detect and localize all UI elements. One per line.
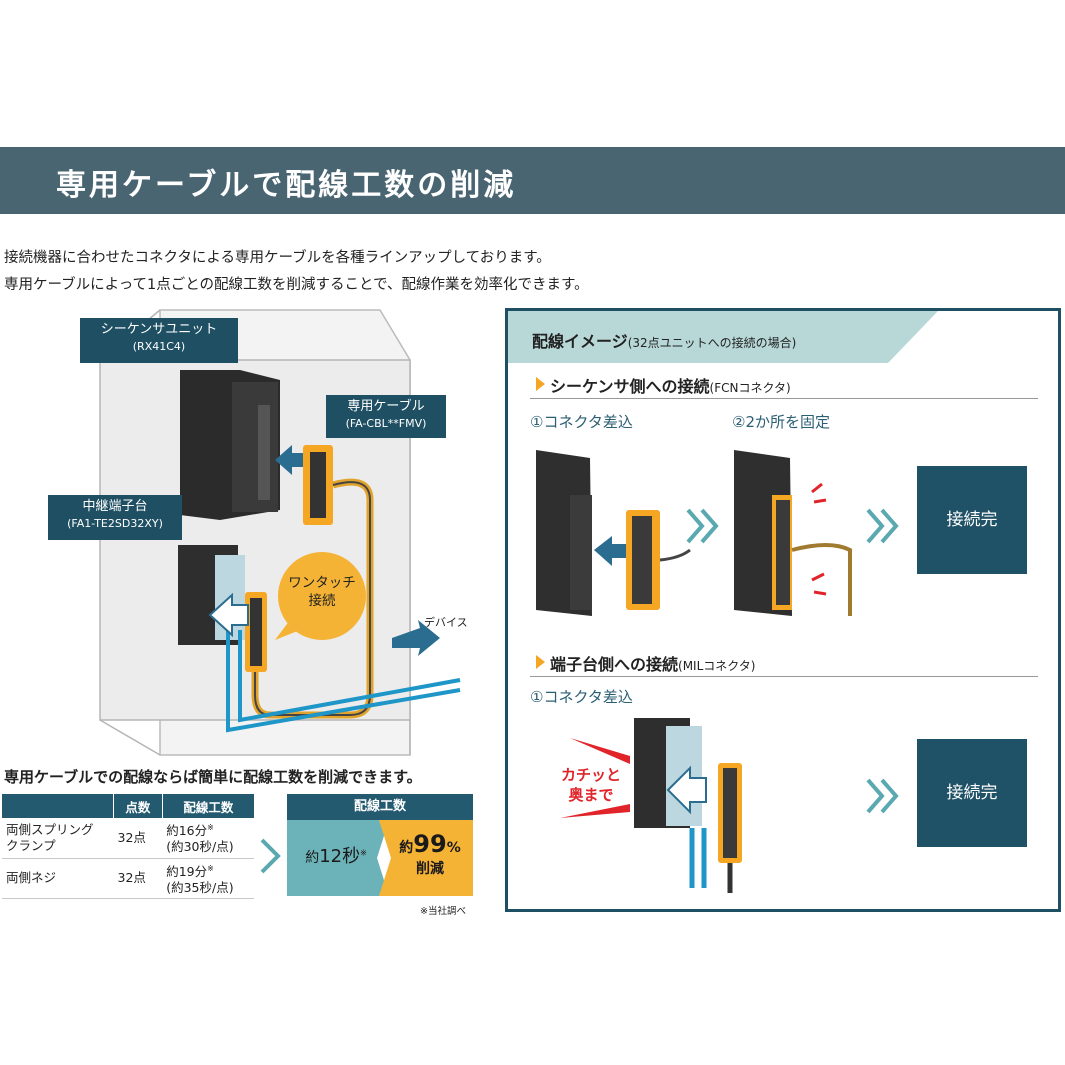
insert-arrow-icon bbox=[275, 445, 305, 475]
method-cell: 両側ネジ bbox=[2, 858, 114, 899]
onetouch-text: ワンタッチ 接続 bbox=[282, 574, 362, 610]
done-box-2: 接続完 bbox=[917, 739, 1027, 847]
click-line-2: 奥まで bbox=[568, 786, 614, 804]
step2-label: ②2か所を固定 bbox=[732, 413, 830, 431]
footnote: ※当社調べ bbox=[420, 906, 466, 917]
device-label: デバイス bbox=[424, 616, 468, 629]
points-cell: 32点 bbox=[113, 858, 163, 899]
result-time-bg bbox=[287, 820, 389, 896]
section2-marker-icon bbox=[536, 655, 545, 669]
section2-title: 端子台側への接続(MILコネクタ) bbox=[550, 655, 756, 674]
terminal-model: (FA1-TE2SD32XY) bbox=[67, 517, 163, 530]
sequencer-label-box: シーケンサユニット (RX41C4) bbox=[80, 318, 238, 363]
onetouch-line-2: 接続 bbox=[308, 593, 336, 609]
click-line-1: カチッと bbox=[560, 766, 621, 784]
fcn-connection-illustration bbox=[536, 450, 899, 616]
chevron-right-icon bbox=[260, 838, 281, 874]
section1-marker-icon bbox=[536, 377, 545, 391]
cabinet-illustration bbox=[99, 309, 461, 756]
wire-blue-1 bbox=[226, 630, 461, 733]
header-time: 配線工数 bbox=[162, 794, 254, 818]
device-arrow-icon bbox=[392, 620, 440, 656]
time-cell: 約19分※(約35秒/点) bbox=[162, 858, 254, 899]
intro-line-1: 接続機器に合わせたコネクタによる専用ケーブルを各種ラインアップしております。 bbox=[4, 250, 551, 266]
section1-divider bbox=[530, 398, 1038, 399]
done-box-1: 接続完 bbox=[917, 466, 1027, 574]
result-box-shapes bbox=[287, 820, 473, 896]
method-cell: 両側スプリングクランプ bbox=[2, 818, 114, 859]
time-cell: 約16分※(約30秒/点) bbox=[162, 818, 254, 859]
sequencer-model: (RX41C4) bbox=[132, 340, 186, 353]
terminal-label: 中継端子台 bbox=[82, 499, 148, 514]
terminal-block-image bbox=[178, 545, 245, 645]
intro-line-2: 専用ケーブルによって1点ごとの配線工数を削減することで、配線作業を効率化できます… bbox=[4, 277, 589, 293]
section1-title: シーケンサ側への接続(FCNコネクタ) bbox=[550, 377, 791, 396]
result-time: 約12秒※ bbox=[305, 846, 367, 867]
cable-model: (FA-CBL**FMV) bbox=[345, 417, 427, 430]
panel-title-bg bbox=[508, 311, 938, 363]
wire-blue-2 bbox=[238, 630, 461, 723]
comparison-table: 点数 配線工数 両側スプリングクランプ 32点 約16分※(約30秒/点) 両側… bbox=[2, 794, 254, 899]
terminal-label-box: 中継端子台 (FA1-TE2SD32XY) bbox=[48, 495, 182, 540]
points-cell: 32点 bbox=[113, 818, 163, 859]
header-points: 点数 bbox=[113, 794, 163, 818]
panel-title: 配線イメージ(32点ユニットへの接続の場合) bbox=[532, 332, 797, 351]
insert-arrow-white-icon bbox=[208, 592, 249, 638]
step3-label: ①コネクタ差込 bbox=[530, 688, 633, 706]
page-title: 専用ケーブルで配線工数の削減 bbox=[56, 168, 517, 203]
result-header: 配線工数 bbox=[287, 794, 473, 820]
mil-connection-illustration bbox=[560, 718, 899, 893]
sequencer-label: シーケンサユニット bbox=[100, 322, 218, 337]
click-text: カチッと 奥まで bbox=[556, 765, 626, 805]
comparison-caption: 専用ケーブルでの配線ならば簡単に配線工数を削減できます。 bbox=[4, 768, 422, 786]
result-reduction: 約99% 削減 bbox=[399, 830, 461, 877]
table-row: 両側スプリングクランプ 32点 約16分※(約30秒/点) bbox=[2, 818, 254, 859]
cable-label: 専用ケーブル bbox=[347, 399, 425, 414]
title-banner bbox=[0, 147, 1065, 214]
section2-divider bbox=[530, 676, 1038, 677]
sequencer-unit-image bbox=[180, 370, 280, 520]
onetouch-bubble bbox=[278, 552, 366, 640]
result-reduction-bg bbox=[379, 820, 473, 896]
cable-label-box: 専用ケーブル (FA-CBL**FMV) bbox=[326, 395, 446, 438]
header-method bbox=[2, 794, 114, 818]
table-row: 両側ネジ 32点 約19分※(約35秒/点) bbox=[2, 858, 254, 899]
step1-label: ①コネクタ差込 bbox=[530, 413, 633, 431]
onetouch-line-1: ワンタッチ bbox=[288, 575, 356, 591]
